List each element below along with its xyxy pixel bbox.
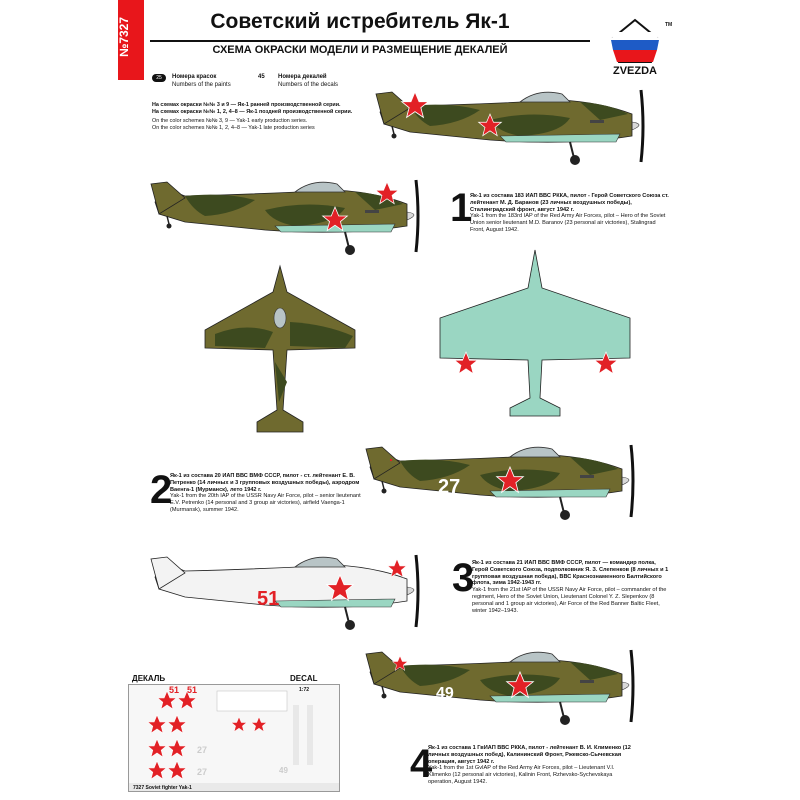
- page-subtitle: СХЕМА ОКРАСКИ МОДЕЛИ И РАЗМЕЩЕНИЕ ДЕКАЛЕ…: [212, 44, 508, 56]
- aircraft-side-view-4: 49: [364, 648, 635, 727]
- paint-badge: 25: [152, 74, 166, 82]
- scheme-3-ru: Як-1 из состава 21 ИАП ВВС ВМФ СССР, пил…: [472, 560, 669, 587]
- scheme-4-en: Yak-1 from the 1st GvIAP of the Red Army…: [428, 765, 615, 785]
- note-ru-1: На схемах окраски №№ 3 и 9 — Як-1 ранней…: [152, 102, 341, 108]
- decal-number-51a: 51: [169, 685, 179, 695]
- decal-label-ru: ДЕКАЛЬ: [132, 674, 166, 683]
- aircraft-side-view-top: [374, 88, 645, 167]
- decal-label-en: Numbers of the decals: [278, 82, 339, 88]
- decal-label-en: DECAL: [290, 674, 318, 683]
- scheme-3-en: Yak-1 from the 21st IAP of the USSR Navy…: [472, 587, 667, 614]
- scheme-number-2: 2: [150, 468, 173, 512]
- scheme-caption-4: Як-1 из состава 1 ГвИАП ВВС РККА, пилот …: [428, 745, 638, 786]
- paint-label-ru: Номера красок: [172, 74, 217, 80]
- fuselage-number-4: 49: [436, 685, 454, 702]
- aircraft-bottom-view: [439, 249, 631, 417]
- aircraft-top-view: [204, 264, 356, 433]
- decal-scale: 1:72: [299, 687, 309, 693]
- fuselage-number-3: 51: [257, 588, 279, 610]
- trademark: TM: [665, 22, 672, 28]
- note-en-1: On the color schemes №№ 3, 9 — Yak-1 ear…: [152, 118, 308, 125]
- scheme-caption-3: Як-1 из состава 21 ИАП ВВС ВМФ СССР, пил…: [472, 560, 672, 614]
- aircraft-side-view-1: [149, 178, 420, 257]
- scheme-1-ru: Як-1 из состава 183 ИАП ВВС РККА, пилот …: [470, 193, 669, 213]
- scheme-number-1: 1: [450, 186, 473, 230]
- paint-label-en: Numbers of the paints: [172, 82, 231, 88]
- decal-number-51b: 51: [187, 685, 197, 695]
- page-title: Советский истребитель Як-1: [210, 10, 510, 33]
- note-ru-2: На схемах окраски №№ 1, 2, 4–8 — Як-1 по…: [152, 108, 353, 115]
- decal-number-27b: 27: [197, 767, 207, 777]
- aircraft-side-view-2: 27: [364, 443, 635, 522]
- zvezda-logo: ZVEZDA TM: [611, 18, 672, 77]
- title-divider: [150, 40, 590, 42]
- decal-sheet-art: 51 51 27 27 49 1:72 7327 Soviet fighter …: [129, 685, 339, 791]
- decal-number-27a: 27: [197, 745, 207, 755]
- brand-name: ZVEZDA: [613, 65, 657, 77]
- scheme-1-en: Yak-1 from the 183rd IAP of the Red Army…: [470, 213, 666, 233]
- kit-code: №7327: [117, 16, 132, 58]
- code-strip: №7327: [117, 0, 144, 80]
- scheme-number-4: 4: [410, 742, 433, 786]
- decal-number-49: 49: [279, 766, 288, 775]
- series-notes: На схемах окраски №№ 3 и 9 — Як-1 ранней…: [152, 102, 362, 131]
- aircraft-side-view-3: 51: [150, 554, 420, 630]
- scheme-caption-1: Як-1 из состава 183 ИАП ВВС РККА, пилот …: [470, 193, 670, 234]
- decal-badge: 45: [258, 74, 265, 80]
- scheme-2-en: Yak-1 from the 20th IAP of the USSR Navy…: [170, 493, 361, 513]
- fuselage-number-2: 27: [438, 476, 460, 498]
- decal-sheet: 51 51 27 27 49 1:72 7327 Soviet fighter …: [128, 684, 340, 792]
- scheme-number-3: 3: [452, 556, 475, 600]
- decal-footer: 7327 Soviet fighter Yak-1: [133, 785, 192, 791]
- scheme-4-ru: Як-1 из состава 1 ГвИАП ВВС РККА, пилот …: [428, 745, 631, 765]
- note-en-2: On the color schemes №№ 1, 2, 4–8 — Yak-…: [152, 124, 315, 131]
- scheme-2-ru: Як-1 из состава 20 ИАП ВВС ВМФ СССР, пил…: [170, 473, 360, 493]
- decal-label-ru: Номера декалей: [278, 74, 327, 80]
- scheme-caption-2: Як-1 из состава 20 ИАП ВВС ВМФ СССР, пил…: [170, 473, 370, 514]
